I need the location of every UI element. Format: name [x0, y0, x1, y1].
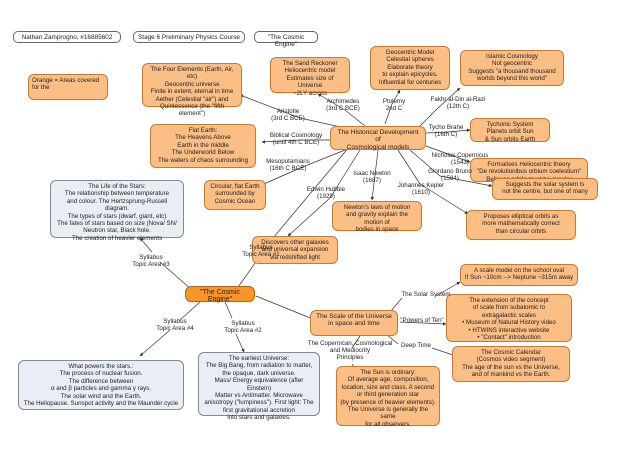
link-label-ptolemy: Ptolemy 2nd C: [382, 98, 406, 113]
cosmic-engine-node: "The Cosmic Engine": [185, 286, 255, 303]
solar-system-not-centre-node: Suggests the solar system is not the cen…: [492, 178, 598, 200]
link-label-powers-of-ten: "Powers of Ten": [400, 317, 444, 324]
link-label-kepler: Johannes Kepler (1610): [397, 182, 445, 197]
flat-earth-node: Flat Earth: The Heavens Above Earth in t…: [150, 124, 256, 168]
author-box: Nathan Zamprogno, #16885602: [13, 31, 121, 43]
cosmic-calendar-node: The Cosmic Calendar (Cosmos video segmen…: [452, 346, 570, 382]
scale-extension-node: The extension of the concept of scale fr…: [446, 294, 572, 342]
scale-of-universe-node: The Scale of the Universe in space and t…: [310, 310, 398, 336]
link-label-solar-system: The Solar System: [401, 291, 451, 298]
link-label-archimedes: Archimedes (3rd C BCE): [326, 98, 360, 113]
sun-ordinary-node: The Sun is ordinary: Of average age, com…: [336, 366, 440, 428]
link-label-topic-area-2: Syllabus Topic Area #2: [224, 320, 262, 335]
elliptical-orbits-node: Proposes elliptical orbits as more mathe…: [466, 210, 576, 240]
scale-model-node: A scale model on the school oval If Sun …: [460, 264, 578, 286]
link-label-topic-area-1: Syllabus Topic Area #1: [242, 244, 280, 259]
link-label-copernicus: Nicholas Copernicus (1543): [431, 152, 489, 167]
link-label-mesopotamians: Mesopotamians (16th C BCE): [266, 158, 310, 173]
link-label-topic-area-4: Syllabus Topic Area #4: [156, 318, 194, 333]
islamic-cosmology-node: Islamic Cosmology Not geocentric Suggest…: [460, 50, 564, 86]
geocentric-model-node: Geocentric Model Celestial spheres Elabo…: [370, 46, 450, 90]
circular-flat-earth-node: Circular, flat Earth surrounded by Cosmi…: [204, 180, 266, 210]
legend-box: Orange = Areas covered for the: [28, 74, 108, 100]
what-powers-stars-node: What powers the stars.: The process of n…: [18, 360, 184, 410]
link-label-deep-time: Deep Time: [401, 342, 431, 349]
link-label-topic-area-3: Syllabus Topic Area #3: [132, 254, 170, 269]
sand-reckoner-node: The Sand Reckoner Heliocentric model Est…: [270, 57, 350, 97]
link-label-aristotle: Aristotle (3rd C BCE): [271, 108, 305, 123]
link-label-hubble: Edwin Hubble (1929): [306, 186, 346, 201]
link-label-tycho: Tycho Brahe (16th C): [428, 124, 464, 139]
historical-development-node: The Historical Development of Cosmologic…: [330, 126, 426, 151]
newtons-laws-node: Newton's laws of motion and gravity expl…: [332, 201, 422, 233]
link-label-mediocrity: The Copernican, Cosmological and Mediocr…: [307, 340, 393, 362]
link-label-fakhr: Fakhr al-Din al-Razi (12th C): [430, 96, 486, 111]
hubble-discovers-node: Discovers other galaxies and universal e…: [252, 236, 338, 264]
four-elements-node: The Four Elements (Earth, Air, etc) Geoc…: [142, 63, 242, 117]
title-box: "The Cosmic Engine": [254, 31, 318, 48]
link-label-bruno: Giordano Bruno (1584): [428, 168, 472, 183]
link-label-biblical: Biblical Cosmology (until 4th C BCE): [269, 132, 323, 147]
tychonic-node: Tychonic System Planets orbit Sun & Sun …: [470, 118, 550, 143]
life-of-stars-node: The Life of the Stars: The relationship …: [50, 180, 184, 242]
course-box: Stage 6 Preliminary Physics Course: [133, 31, 245, 43]
link-label-newton: Isaac Newton (1687): [353, 170, 391, 185]
earliest-universe-node: The earliest Universe: The Big Bang, fro…: [198, 352, 320, 421]
